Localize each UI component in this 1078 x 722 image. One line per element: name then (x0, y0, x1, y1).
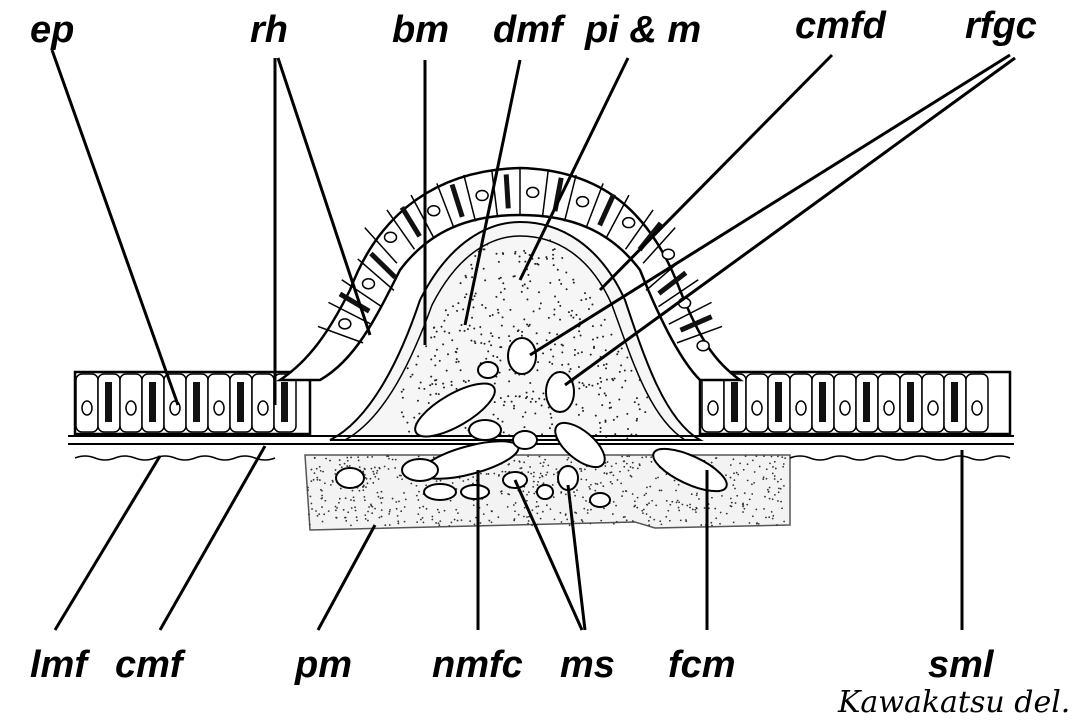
label-cmf: cmf (115, 644, 186, 686)
leader-pm (318, 525, 375, 630)
label-nmfc: nmfc (432, 644, 523, 686)
leader-ep (52, 50, 178, 405)
leader-cmfd (600, 55, 832, 290)
leader-cmf (160, 446, 265, 630)
leader-lmf (55, 456, 160, 630)
label-bm: bm (392, 9, 449, 51)
label-rfgc: rfgc (965, 5, 1037, 47)
epithelium-right (700, 372, 1010, 434)
label-sml: sml (928, 644, 995, 686)
artist-signature: Kawakatsu del. (837, 685, 1070, 720)
label-pi-m: pi & m (584, 9, 701, 51)
label-dmf: dmf (493, 9, 566, 51)
leader-rh-2 (278, 58, 370, 335)
label-cmfd: cmfd (795, 5, 887, 47)
label-rh: rh (250, 9, 288, 51)
label-pm: pm (294, 644, 352, 686)
label-fcm: fcm (668, 644, 736, 686)
label-ms: ms (560, 644, 615, 686)
label-lmf: lmf (30, 644, 90, 686)
label-ep: ep (30, 9, 74, 51)
